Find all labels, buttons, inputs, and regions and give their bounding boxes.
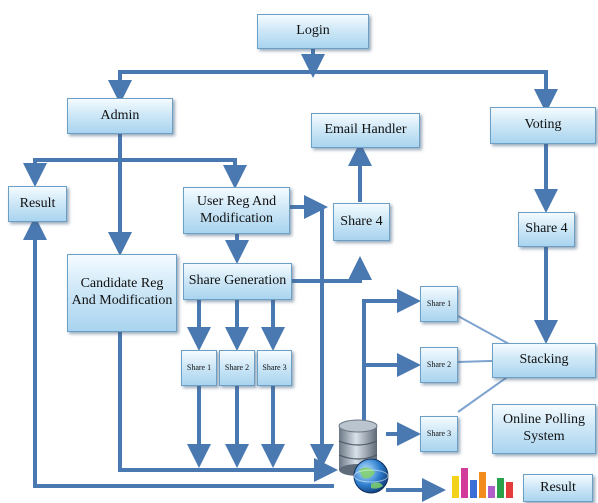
user-reg-node: User Reg And Modification — [183, 187, 290, 234]
share4-right-node: Share 4 — [518, 212, 575, 247]
database-globe-icon — [335, 418, 391, 496]
stacking-node: Stacking — [492, 343, 596, 378]
admin-node: Admin — [67, 98, 173, 134]
share3-right-node: Share 3 — [420, 416, 458, 452]
chart-icon-bar — [470, 480, 477, 498]
bar-chart-icon — [448, 466, 518, 498]
candidate-reg-node: Candidate Reg And Modification — [67, 254, 177, 332]
chart-icon-bar — [506, 482, 513, 498]
share2-right-node: Share 2 — [420, 347, 458, 383]
share1-right-node: Share 1 — [420, 286, 458, 322]
login-node: Login — [257, 14, 369, 49]
share2-bottom-node: Share 2 — [219, 350, 255, 386]
share3-bottom-node: Share 3 — [257, 350, 292, 386]
chart-icon-bar — [488, 486, 495, 498]
voting-node: Voting — [490, 107, 596, 144]
share-generation-node: Share Generation — [183, 263, 292, 300]
share1-bottom-node: Share 1 — [181, 350, 217, 386]
result-bottom-node: Result — [523, 474, 593, 502]
chart-icon-bar — [461, 468, 468, 498]
email-handler-node: Email Handler — [311, 113, 420, 148]
chart-icon-bar — [497, 478, 504, 498]
chart-icon-bar — [479, 472, 486, 498]
result-left-node: Result — [8, 186, 67, 222]
share4-mid-node: Share 4 — [333, 203, 390, 241]
online-polling-node: Online Polling System — [492, 404, 596, 454]
chart-icon-bar — [452, 476, 459, 498]
